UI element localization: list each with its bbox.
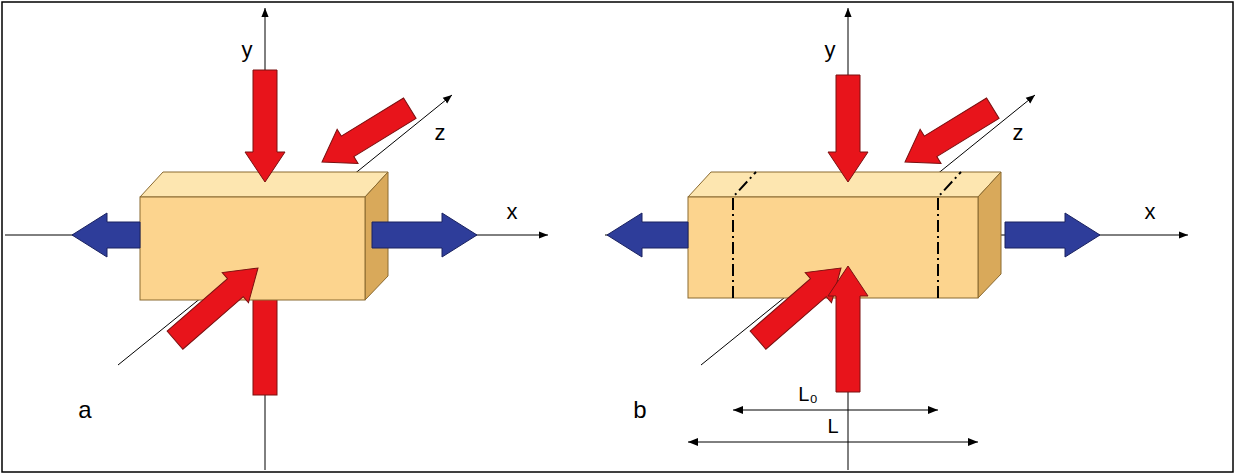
tension-arrow: [1005, 213, 1100, 257]
tension-arrow: [372, 213, 477, 257]
compression-arrow: [253, 296, 277, 395]
axis-label: z: [435, 122, 446, 144]
dimension-line: [733, 410, 938, 411]
axis-label: x: [1145, 201, 1156, 223]
axis-label: y: [825, 39, 836, 61]
compression-arrow: [162, 253, 271, 355]
dimension-label: L: [827, 416, 838, 436]
compression-arrow: [245, 70, 285, 182]
panel-letter: a: [78, 398, 91, 422]
compression-arrow: [312, 91, 421, 179]
panel-a: [5, 8, 548, 470]
panel-b: [605, 8, 1188, 470]
compression-arrow: [895, 91, 1004, 179]
dimension-line: [688, 442, 978, 443]
compression-arrow: [828, 266, 868, 392]
dimension-label: L₀: [798, 384, 817, 404]
panel-letter: b: [633, 398, 646, 422]
axis-label: y: [242, 39, 253, 61]
axis-label: z: [1013, 122, 1024, 144]
compression-arrow: [828, 75, 868, 182]
tension-arrow: [72, 213, 140, 257]
tension-arrow: [607, 213, 688, 257]
box-side: [978, 172, 1001, 298]
axis-label: x: [507, 201, 518, 223]
